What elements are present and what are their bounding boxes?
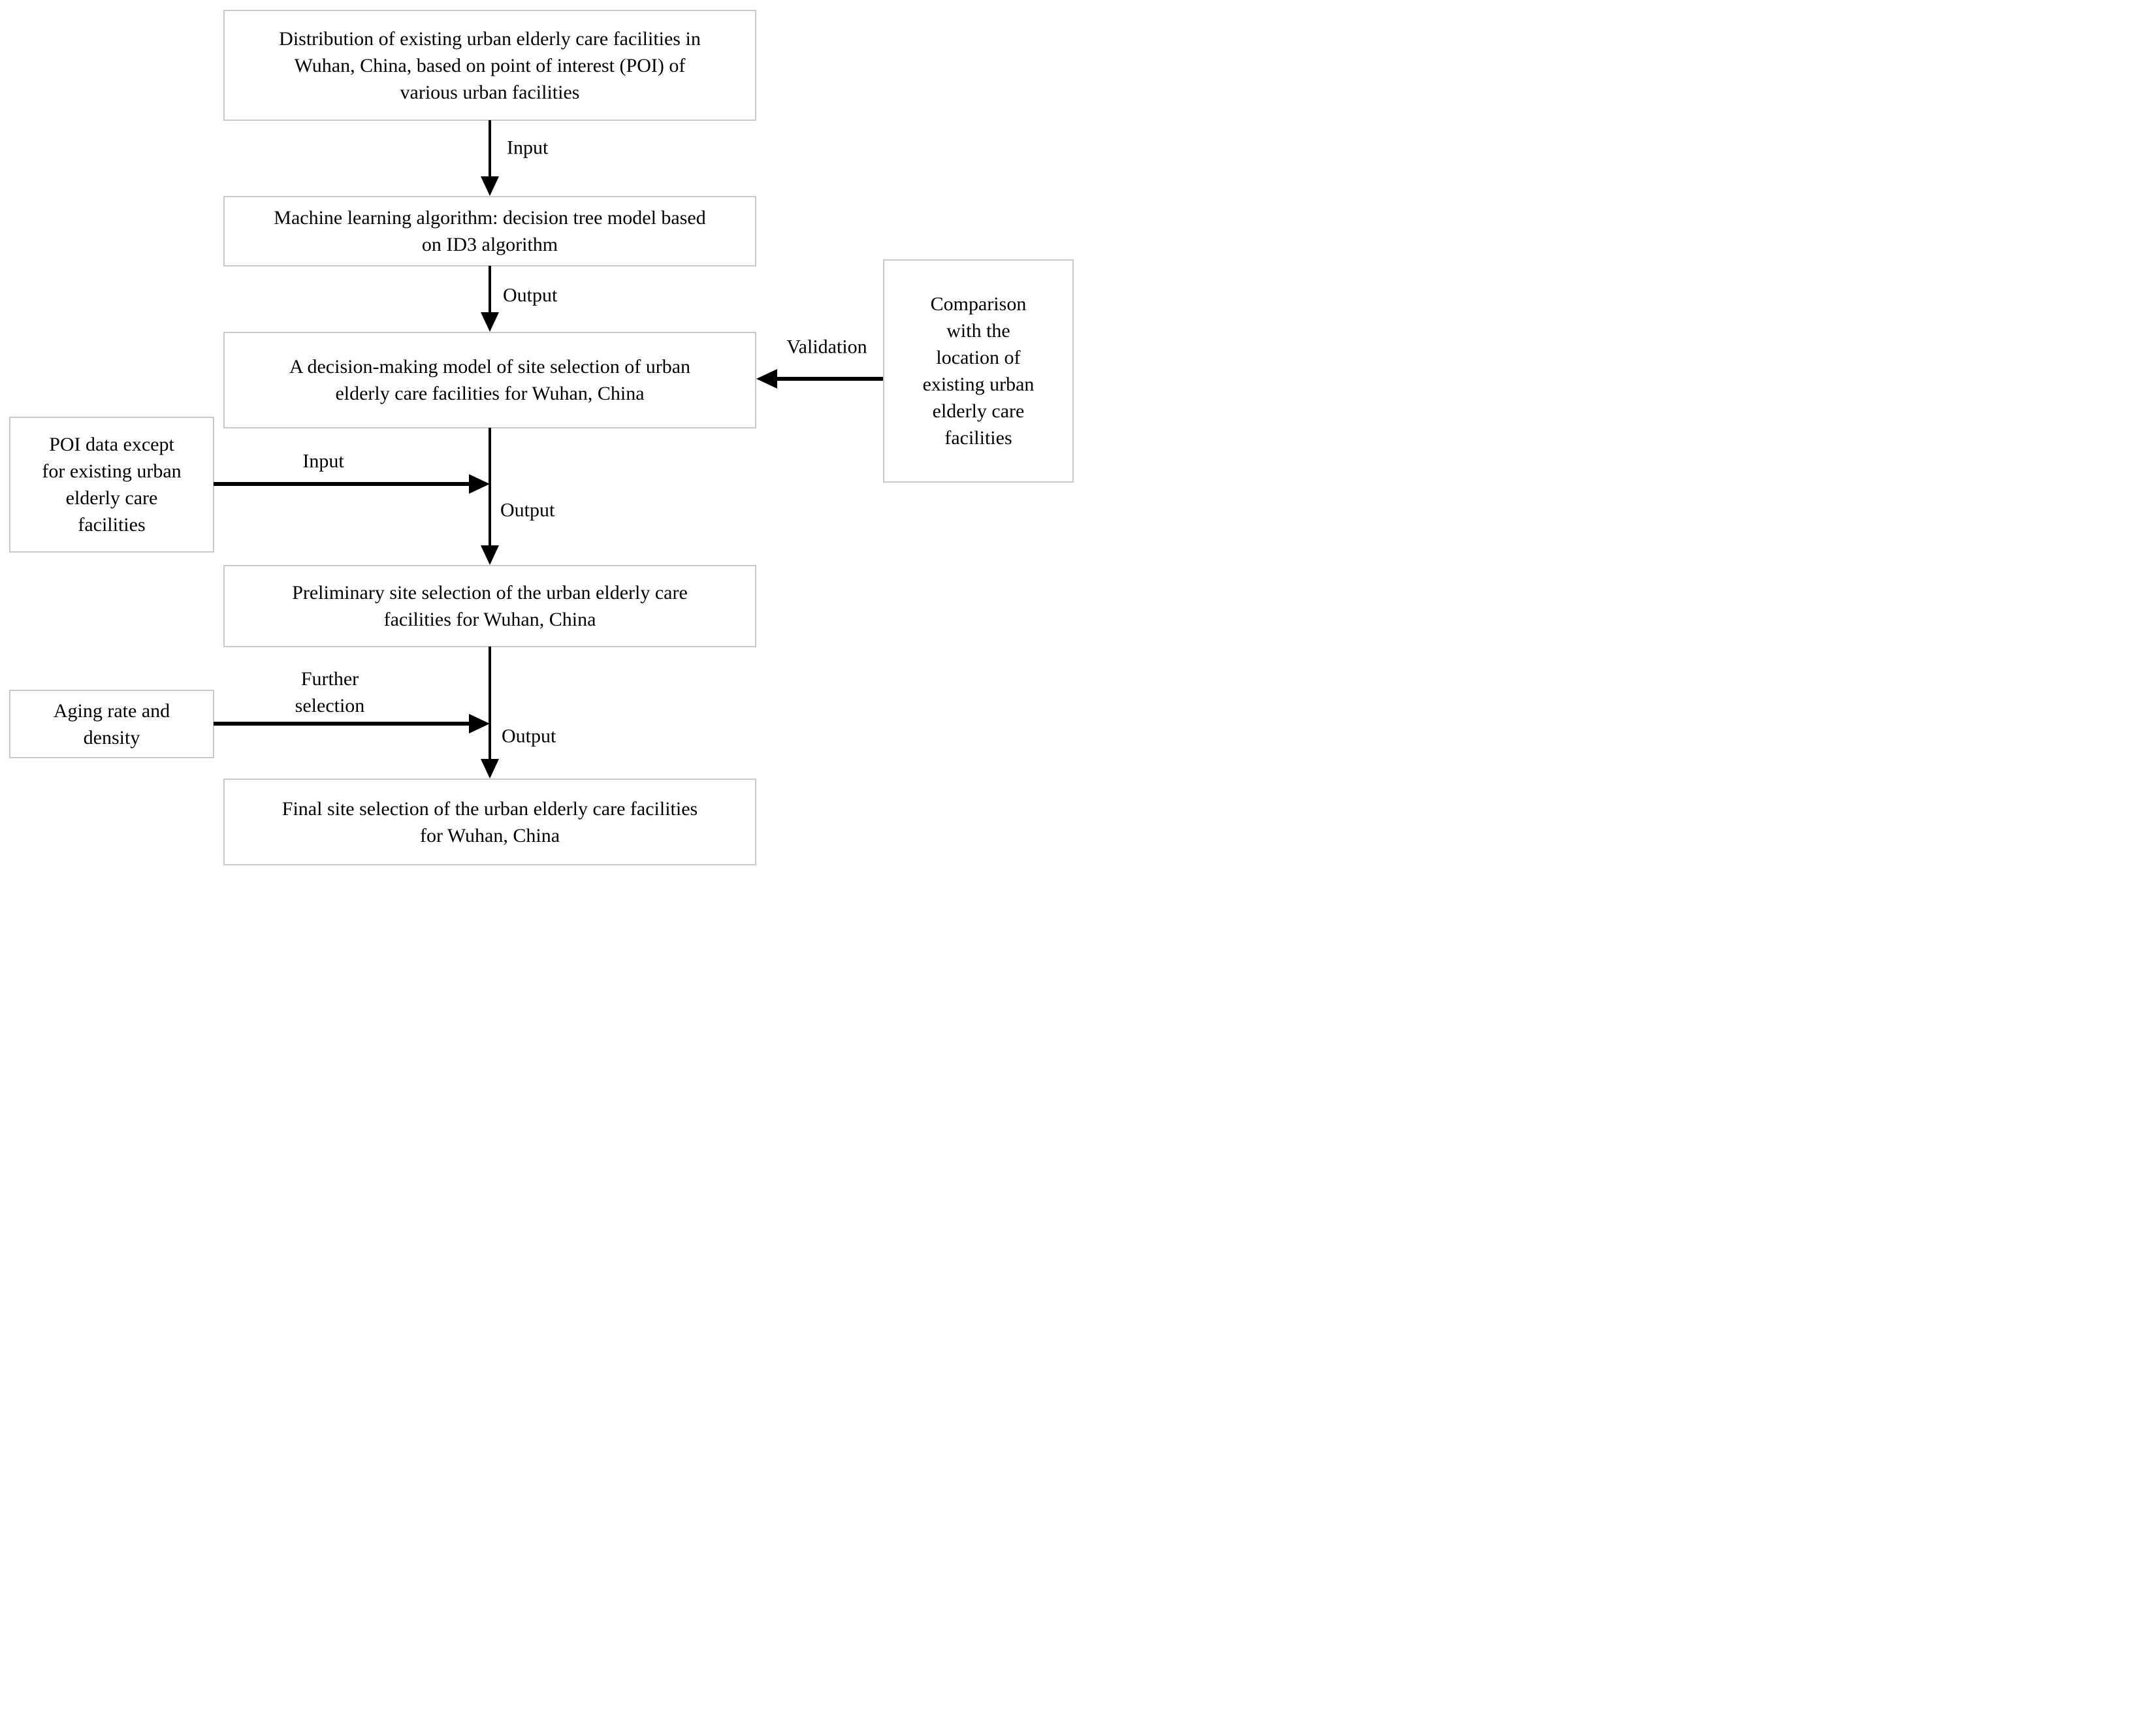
label-output-bottom: Output xyxy=(502,725,556,747)
label-output-mid: Output xyxy=(500,499,555,521)
label-input-top: Input xyxy=(507,137,549,159)
box-ml-algorithm: Machine learning algorithm: decision tre… xyxy=(223,196,756,266)
arrowhead-right-icon xyxy=(469,474,490,494)
flowchart-canvas: Distribution of existing urban elderly c… xyxy=(0,0,1076,868)
box-decision-model: A decision-making model of site selectio… xyxy=(223,332,756,428)
flow-line-fourth xyxy=(489,647,491,760)
box-aging-rate-text: Aging rate and density xyxy=(53,699,170,748)
arrowhead-down-icon xyxy=(481,176,499,196)
box-distribution: Distribution of existing urban elderly c… xyxy=(223,10,756,121)
label-further-selection: Further selection xyxy=(295,668,365,716)
arrowhead-down-icon xyxy=(481,545,499,565)
arrow-input-side xyxy=(214,482,470,486)
flow-line-second xyxy=(489,266,491,313)
arrowhead-left-icon xyxy=(756,369,777,389)
flow-line-third xyxy=(489,428,491,547)
arrow-further-selection xyxy=(214,722,470,726)
box-ml-algorithm-text: Machine learning algorithm: decision tre… xyxy=(274,207,706,255)
box-preliminary-selection: Preliminary site selection of the urban … xyxy=(223,565,756,647)
arrowhead-right-icon xyxy=(469,714,490,733)
box-comparison: Comparison with the location of existing… xyxy=(883,259,1074,483)
flow-line-top xyxy=(489,120,491,178)
box-poi-data: POI data except for existing urban elder… xyxy=(9,417,214,553)
arrow-validation xyxy=(777,377,883,381)
box-distribution-text: Distribution of existing urban elderly c… xyxy=(279,27,701,103)
box-preliminary-selection-text: Preliminary site selection of the urban … xyxy=(292,582,688,630)
box-aging-rate: Aging rate and density xyxy=(9,690,214,758)
arrowhead-down-icon xyxy=(481,312,499,332)
box-final-selection: Final site selection of the urban elderl… xyxy=(223,779,756,865)
box-final-selection-text: Final site selection of the urban elderl… xyxy=(281,797,698,846)
box-decision-model-text: A decision-making model of site selectio… xyxy=(289,356,691,404)
label-output-top: Output xyxy=(503,284,558,306)
arrowhead-down-icon xyxy=(481,759,499,779)
box-poi-data-text: POI data except for existing urban elder… xyxy=(42,434,182,536)
label-input-side: Input xyxy=(302,450,344,472)
box-comparison-text: Comparison with the location of existing… xyxy=(922,293,1035,449)
label-validation: Validation xyxy=(786,336,867,358)
